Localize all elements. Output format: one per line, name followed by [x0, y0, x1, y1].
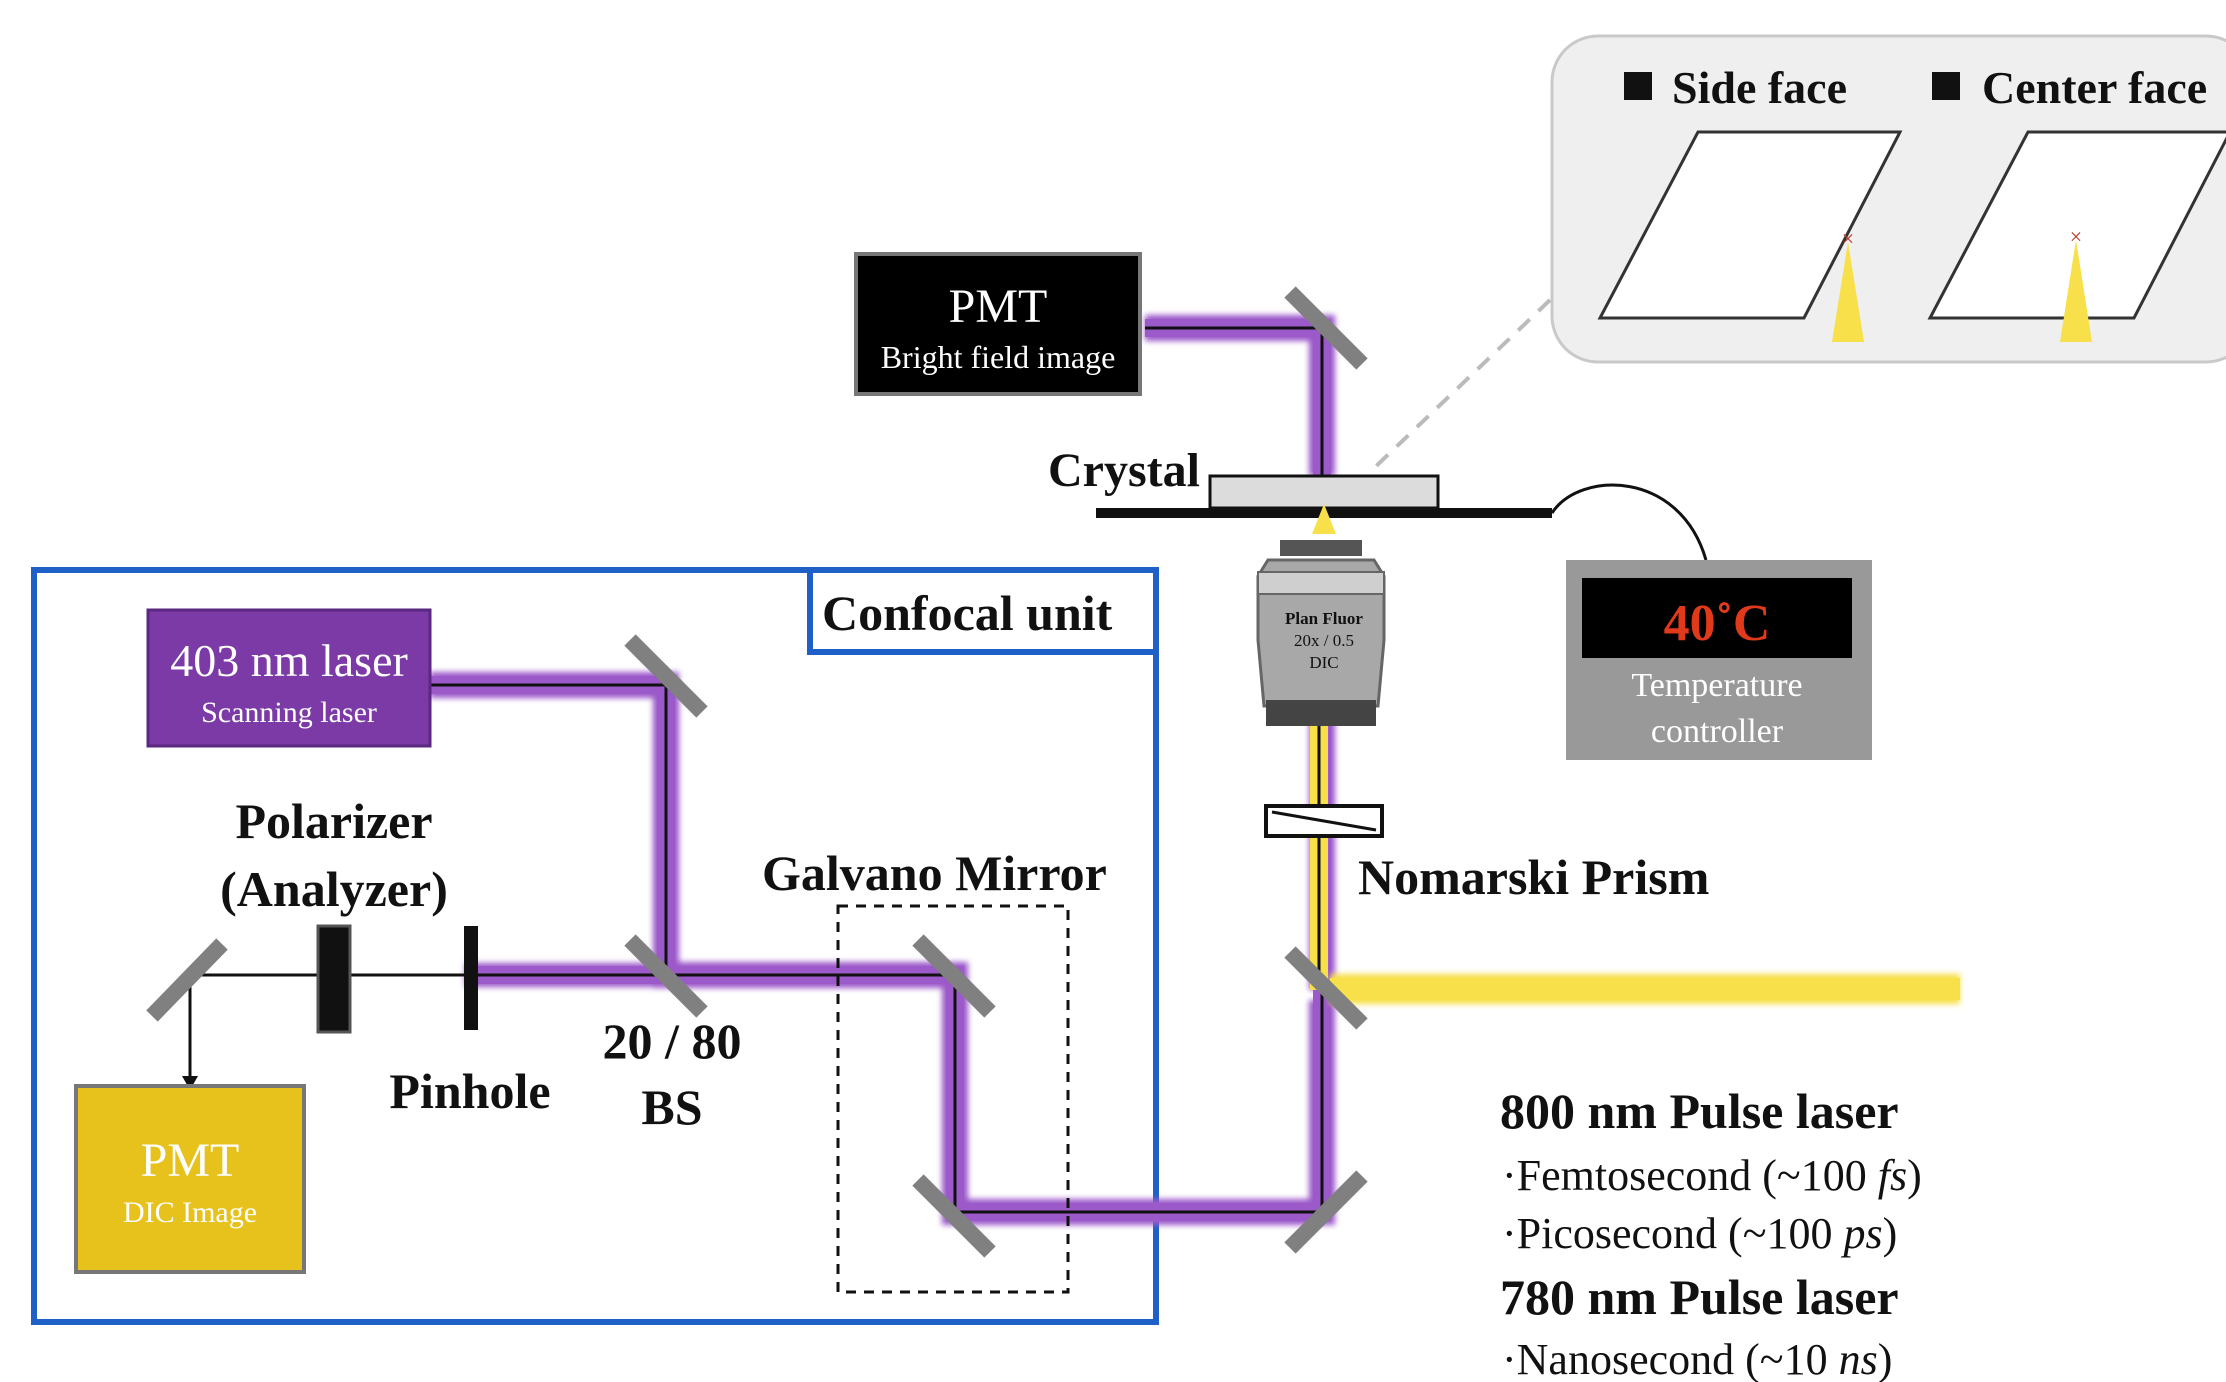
focus-cone	[1312, 504, 1336, 534]
mirrors	[146, 286, 1368, 1258]
nomarski-prism	[1264, 804, 1384, 838]
galvano-mirror-region	[836, 904, 1070, 1294]
objective-lens: Plan Fluor 20x / 0.5 DIC	[1256, 540, 1386, 726]
picosecond-item: ·Picosecond (~100 ps)	[1502, 1209, 1897, 1258]
dic-arrowhead	[182, 1076, 198, 1090]
crystal-stage: Crystal	[1048, 444, 1708, 561]
pmt-bright-field-box: PMT Bright field image	[854, 252, 1142, 396]
inset-pointer-line	[1370, 298, 1552, 472]
pmt-dic-subtitle: DIC Image	[123, 1196, 257, 1229]
side-face-focus-mark: ×	[1842, 226, 1854, 251]
center-face-focus-beam	[2060, 240, 2092, 342]
pulse-laser-legend: 800 nm Pulse laser ·Femtosecond (~100 fs…	[1500, 1083, 1922, 1382]
nomarski-prism-label: Nomarski Prism	[1358, 849, 1709, 905]
crystal-sample	[1208, 474, 1440, 510]
pmt-dic-title: PMT	[141, 1134, 240, 1187]
center-face-label: Center face	[1982, 62, 2207, 113]
temperature-reading: 40˚C	[1664, 595, 1771, 652]
polarizer-label-1: Polarizer	[235, 793, 432, 849]
laser-780-title: 780 nm Pulse laser	[1500, 1269, 1899, 1325]
center-face-bullet	[1932, 72, 1960, 100]
temperature-label-2: controller	[1651, 713, 1784, 750]
nanosecond-item: ·Nanosecond (~10 ns)	[1502, 1335, 1892, 1382]
center-face-parallelogram: ×	[1927, 130, 2226, 342]
pmt-bright-subtitle: Bright field image	[881, 339, 1116, 375]
polarizer-element	[316, 924, 352, 1034]
crystal-label: Crystal	[1048, 444, 1200, 497]
mirror-galvano-top	[912, 934, 996, 1018]
side-face-label: Side face	[1672, 62, 1847, 113]
laser-403-subtitle: Scanning laser	[201, 696, 377, 729]
mirror-pmt-bright	[1284, 286, 1368, 370]
heater-cable	[1550, 483, 1708, 561]
bs-label-1: 20 / 80	[603, 1013, 742, 1069]
side-face-bullet	[1624, 72, 1652, 100]
pinhole-element	[464, 926, 478, 1030]
laser-800-title: 800 nm Pulse laser	[1500, 1083, 1899, 1139]
temperature-label-1: Temperature	[1631, 667, 1802, 704]
pmt-bright-title: PMT	[949, 280, 1048, 333]
mirror-403-turn	[624, 634, 708, 718]
crystal-face-inset: Side face Center face × ×	[1550, 34, 2226, 364]
center-face-focus-mark: ×	[2070, 224, 2082, 249]
mirror-bottom-right	[1284, 1170, 1368, 1254]
mirror-galvano-bottom	[912, 1174, 996, 1258]
confocal-unit-label: Confocal unit	[822, 585, 1113, 641]
bs-label-2: BS	[641, 1079, 702, 1135]
side-face-parallelogram: ×	[1597, 130, 1903, 342]
yellow-beam-paths	[1310, 722, 1960, 1004]
femtosecond-item: ·Femtosecond (~100 fs)	[1502, 1151, 1922, 1200]
objective-line1: Plan Fluor	[1285, 609, 1363, 628]
side-face-focus-beam	[1832, 242, 1864, 342]
laser-403-title: 403 nm laser	[170, 635, 408, 686]
mirror-bs	[624, 934, 708, 1018]
dichroic-mirror	[1284, 946, 1368, 1030]
objective-line2: 20x / 0.5	[1294, 631, 1354, 650]
laser-403-box: 403 nm laser Scanning laser	[146, 608, 432, 748]
galvano-mirror-label: Galvano Mirror	[762, 845, 1107, 901]
polarizer-label-2: (Analyzer)	[220, 861, 448, 917]
objective-line3: DIC	[1309, 653, 1338, 672]
confocal-unit-frame: Confocal unit	[31, 567, 1159, 1325]
pinhole-label: Pinhole	[389, 1063, 550, 1119]
temperature-controller: 40˚C Temperature controller	[1566, 560, 1872, 760]
mirror-dic	[146, 938, 228, 1022]
pmt-dic-box: PMT DIC Image	[74, 1084, 306, 1274]
